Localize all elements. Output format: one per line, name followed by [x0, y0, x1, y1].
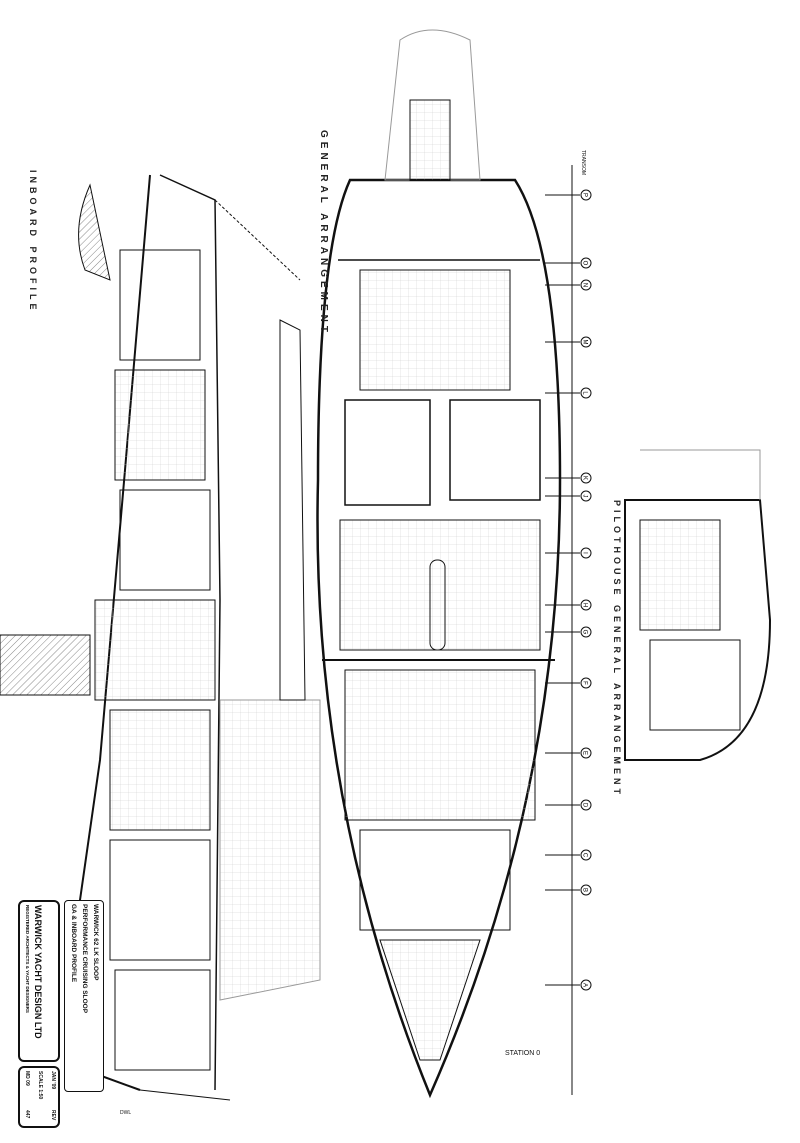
station-marker [580, 547, 592, 559]
drawing-number: 447 [24, 1110, 30, 1119]
station-marker [580, 747, 592, 759]
station-0-label: STATION 0 [505, 1050, 541, 1057]
station-marker [580, 626, 592, 638]
station-label: K [582, 476, 588, 480]
project-line3: GA & INBOARD PROFILE [70, 904, 77, 983]
station-label: J [582, 495, 588, 498]
station-label: A [582, 983, 588, 987]
station-marker [580, 849, 592, 861]
station-label: G [582, 630, 588, 635]
company-sub: REGISTERED ARCHITECTS & YACHT DESIGNERS [25, 905, 30, 1013]
project-line1: WARWICK 62 LK SLOOP [92, 904, 99, 981]
station-label: C [582, 853, 588, 858]
station-label: L [582, 391, 588, 395]
station-label: D [582, 803, 588, 808]
station-label: N [582, 283, 588, 287]
station-label: H [582, 603, 588, 607]
station-marker [580, 979, 592, 991]
project-line2: PERFORMANCE CRUISING SLOOP [81, 904, 88, 1014]
title-block-details: JAN '09 REV SCALE 1:50 MD 09 447 [18, 1066, 60, 1128]
station-marker [580, 472, 592, 484]
inboard-profile-label: INBOARD PROFILE [28, 170, 38, 314]
general-arrangement-label: GENERAL ARRANGEMENT [318, 130, 329, 337]
drawn-by: MD 09 [24, 1071, 30, 1086]
station-label: I [582, 552, 588, 554]
title-block-project: WARWICK 62 LK SLOOP PERFORMANCE CRUISING… [64, 900, 104, 1092]
station-marker [580, 677, 592, 689]
rev: REV [50, 1110, 56, 1121]
title-block-company: WARWICK YACHT DESIGN LTD REGISTERED ARCH… [18, 900, 60, 1062]
station-scale: P O N M L K J I H G F E D C B A [545, 165, 592, 1095]
inboard-profile-drawing [0, 174, 321, 1101]
date: JAN '09 [50, 1071, 56, 1090]
scale: SCALE 1:50 [37, 1071, 43, 1100]
station-marker [580, 387, 592, 399]
station-marker [580, 189, 592, 201]
station-label: E [582, 751, 588, 755]
station-marker [580, 599, 592, 611]
station-marker [580, 279, 592, 291]
station-marker [580, 257, 592, 269]
station-label: M [582, 340, 588, 345]
station-marker [580, 799, 592, 811]
station-label: P [582, 193, 588, 197]
general-arrangement-drawing [316, 29, 562, 1099]
station-label: B [582, 888, 588, 892]
station-label: O [582, 261, 588, 266]
company-name: WARWICK YACHT DESIGN LTD [33, 905, 43, 1039]
transom-label: TRANSOM [580, 150, 586, 175]
station-marker [580, 490, 592, 502]
station-label: F [582, 681, 588, 685]
station-marker [580, 884, 592, 896]
dwl-label: DWL [120, 1110, 132, 1116]
pilothouse-ga-label: PILOTHOUSE GENERAL ARRANGEMENT [612, 500, 622, 799]
station-marker [580, 336, 592, 348]
pilothouse-drawing [624, 449, 772, 761]
